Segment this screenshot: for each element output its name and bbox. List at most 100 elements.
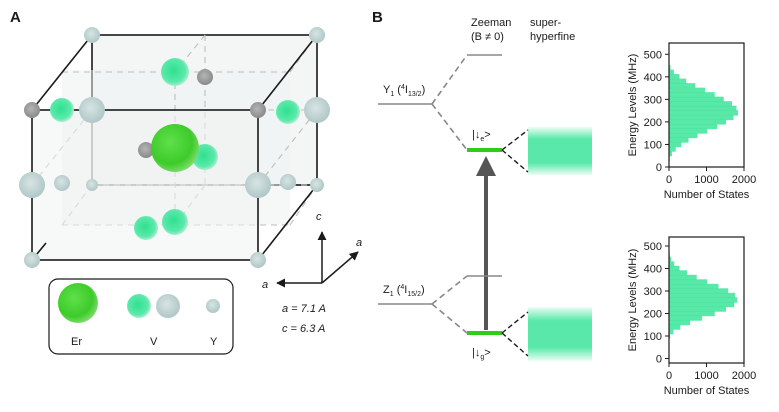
hist-bar (669, 283, 719, 290)
panel-b-label: B (372, 9, 383, 26)
y-tick-label: 100 (644, 139, 662, 151)
lower-manifold (378, 275, 592, 361)
hist-bar (669, 274, 697, 281)
y-tick-label: 0 (656, 354, 662, 366)
hist-bar (669, 123, 717, 130)
a-axis-arrow-right (321, 251, 359, 284)
v-atom (50, 98, 74, 122)
v-atom (276, 100, 300, 124)
er-atom (151, 124, 199, 172)
y-atom (19, 172, 45, 198)
shf-upper-line-up (501, 129, 529, 151)
superhyperfine-title-2: hyperfine (530, 31, 575, 43)
shf-upper-band (528, 127, 592, 175)
x-tick-label: 0 (666, 174, 672, 186)
hist-bar (669, 315, 702, 321)
hist-bar (669, 150, 672, 157)
ket-lower-close: > (484, 347, 490, 359)
legend-er-icon (58, 283, 98, 323)
legend-v-icon-partner (156, 294, 180, 318)
param-c-symbol: c (282, 323, 288, 335)
legend-v-label: V (150, 336, 158, 348)
y-tick-label: 400 (644, 72, 662, 84)
v-atom (162, 209, 188, 235)
lower-state-close: ) (421, 284, 425, 296)
zeeman-subtitle: (B ≠ 0) (471, 31, 504, 43)
legend-y-label: Y (210, 336, 218, 348)
hist-bar (669, 261, 675, 267)
param-a-symbol: a (282, 303, 288, 315)
hist-bar (669, 141, 682, 148)
hist-bar (669, 65, 671, 71)
lower-state-open: ( (394, 284, 401, 296)
y-tick-label: 500 (644, 49, 662, 61)
lower-state-main: Z (383, 284, 390, 296)
gray-atom (250, 102, 266, 118)
ket-upper-sub: e (480, 136, 484, 143)
y-tick-label: 500 (644, 241, 662, 253)
y-axis-label: Energy Levels (MHz) (627, 54, 639, 157)
y-atom (309, 27, 325, 43)
y-atom (54, 175, 70, 191)
hist-bar (669, 92, 715, 98)
y-atom (84, 27, 100, 43)
ket-upper-open: |↓ (472, 129, 480, 141)
x-tick-label: 0 (666, 370, 672, 382)
upper-state-close: ) (422, 84, 426, 96)
y-tick-label: 0 (656, 162, 662, 174)
ket-upper-close: > (484, 129, 490, 141)
hist-bar (669, 297, 738, 303)
hist-bar (669, 137, 689, 143)
upper-manifold (378, 54, 592, 175)
hist-bar (669, 83, 696, 89)
hist-bar (669, 87, 705, 94)
superhyperfine-title-1: super- (530, 17, 562, 29)
gray-atom (138, 142, 154, 158)
x-tick-label: 1000 (694, 370, 718, 382)
lower-state-term-sub: 15/2 (407, 291, 421, 298)
param-c-value: = 6.3 A (288, 323, 326, 335)
upper-state-term: I (405, 84, 408, 96)
upper-state-term-sub: 13/2 (408, 91, 422, 98)
hist-bar (669, 128, 708, 134)
z1-split-up (431, 275, 468, 305)
x-axis-label: Number of States (664, 189, 750, 201)
y-tick-label: 200 (644, 117, 662, 129)
shf-lower-line-down (501, 332, 529, 357)
hist-bar (669, 74, 680, 80)
hist-bar (669, 132, 698, 139)
hist-bar (669, 301, 735, 308)
y-tick-label: 300 (644, 286, 662, 298)
hist-bar (669, 270, 687, 276)
hist-bar (669, 110, 738, 116)
lower-state-sub: 1 (390, 291, 394, 298)
v-atom (134, 216, 158, 240)
y-atom (24, 252, 40, 268)
z1-split-down (431, 303, 468, 334)
shf-lower-band (528, 307, 592, 361)
y-atom (79, 97, 105, 123)
y-atom (310, 178, 324, 192)
y-atom (250, 252, 266, 268)
y-tick-label: 100 (644, 331, 662, 343)
legend-er-label: Er (71, 336, 82, 348)
axis-c-label: c (316, 211, 322, 223)
hist-bar (669, 69, 674, 76)
atom-legend: Er V Y (48, 278, 234, 355)
hist-bar (669, 306, 726, 312)
param-c: c = 6.3 A (282, 323, 325, 335)
hist-bar (669, 78, 687, 85)
atoms (19, 27, 330, 268)
y-tick-label: 300 (644, 94, 662, 106)
lower-state-label: Z1 (4I15/2) (383, 284, 425, 298)
upper-state-sub: 1 (390, 91, 394, 98)
upper-state-label: Y1 (4I13/2) (383, 84, 425, 98)
y-tick-label: 200 (644, 309, 662, 321)
upper-state-open: ( (394, 84, 401, 96)
hist-bar (669, 119, 726, 125)
upper-state-sup: 4 (401, 84, 405, 91)
ket-lower-open: |↓ (472, 347, 480, 359)
param-a-value: = 7.1 A (288, 303, 326, 315)
